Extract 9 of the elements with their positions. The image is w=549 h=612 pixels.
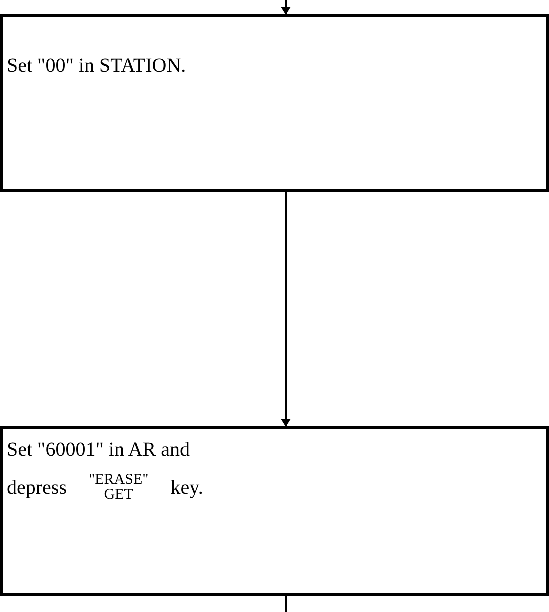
box-text: Set "00" in STATION. xyxy=(7,55,186,77)
box-text: key. xyxy=(170,476,204,501)
arrow xyxy=(281,192,291,427)
box-text: depress xyxy=(7,476,67,501)
arrow xyxy=(281,0,291,15)
box-text: Set "60001" in AR and xyxy=(7,438,191,463)
key-name: "ERASE" GET xyxy=(88,473,149,503)
process-box xyxy=(0,14,549,192)
process-box xyxy=(0,426,549,596)
